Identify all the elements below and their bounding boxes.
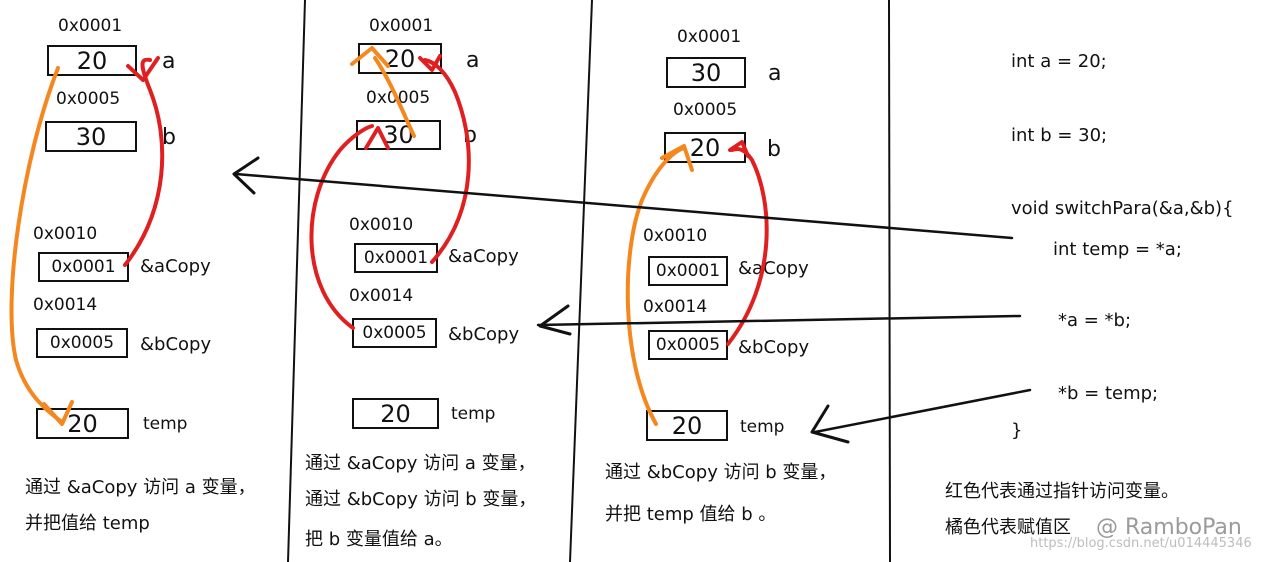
p3-bcopy-value: 0x0005	[655, 335, 721, 355]
p1-acopy-value: 0x0001	[51, 257, 116, 277]
p1-orange-assign-arrow	[9, 66, 64, 424]
p1-b-value: 30	[75, 122, 107, 151]
p3-a-cell: 30	[666, 57, 746, 88]
p2-b-cell: 30	[356, 120, 441, 150]
code-line-1: int a = 20;	[1011, 51, 1107, 72]
p1-b-label: b	[162, 125, 176, 150]
p2-orange-assign-arrow	[373, 56, 416, 138]
divider-3	[888, 0, 891, 562]
p2-acopy-address: 0x0010	[349, 215, 414, 235]
p3-a-label: a	[768, 61, 782, 86]
p3-red-arrowhead	[728, 140, 750, 158]
watermark-url: https://blog.csdn.net/u014445346	[1030, 536, 1252, 551]
legend-line-1: 红色代表通过指针访问变量。	[945, 481, 1179, 502]
p1-temp-label: temp	[143, 414, 188, 434]
p1-acopy-address: 0x0010	[33, 224, 98, 244]
p1-bcopy-label: &bCopy	[140, 334, 212, 355]
p3-a-value: 30	[690, 58, 722, 87]
p2-caption-line-2: 通过 &bCopy 访问 b 变量，	[305, 489, 537, 510]
p1-b-address: 0x0005	[56, 89, 121, 109]
p3-b-address: 0x0005	[673, 100, 738, 120]
p2-bcopy-label: &bCopy	[448, 324, 520, 345]
p3-temp-value: 20	[671, 411, 703, 440]
p1-acopy-cell: 0x0001	[38, 252, 129, 282]
p2-bcopy-address: 0x0014	[349, 286, 414, 306]
p2-temp-value: 20	[380, 399, 411, 428]
p3-temp-cell: 20	[646, 410, 728, 441]
p3-b-label: b	[767, 137, 781, 162]
code-to-panel1-arrow	[234, 172, 1014, 240]
p1-bcopy-cell: 0x0005	[36, 328, 128, 358]
p3-bcopy-address: 0x0014	[643, 297, 708, 317]
p1-a-address: 0x0001	[58, 16, 123, 36]
p3-acopy-label: &aCopy	[738, 258, 809, 279]
p2-bcopy-cell: 0x0005	[352, 318, 437, 348]
p2-red-pointer-arrow-a	[423, 58, 471, 264]
p1-temp-value: 20	[67, 409, 98, 438]
code-line-7: }	[1011, 420, 1023, 441]
code-line-6: *b = temp;	[1058, 383, 1159, 404]
p2-acopy-label: &aCopy	[448, 246, 519, 267]
p3-b-cell: 20	[664, 132, 746, 163]
p2-a-address: 0x0001	[369, 16, 434, 36]
p3-acopy-cell: 0x0001	[648, 256, 728, 286]
p1-b-cell: 30	[45, 121, 137, 152]
p1-red-arrowhead	[126, 56, 160, 82]
p2-red-pointer-arrow-b	[309, 124, 374, 330]
code-to-panel3-arrow	[813, 388, 1032, 434]
p3-caption-line-2: 并把 temp 值给 b 。	[605, 504, 777, 525]
p1-red-pointer-arrow	[123, 57, 165, 267]
p2-temp-label: temp	[451, 404, 496, 424]
p3-red-pointer-arrow	[726, 147, 769, 346]
p2-acopy-value: 0x0001	[363, 248, 429, 268]
p3-bcopy-label: &bCopy	[738, 337, 810, 358]
p1-temp-cell: 20	[36, 408, 129, 439]
code-line-4: int temp = *a;	[1053, 239, 1182, 260]
p2-orange-arrowhead	[350, 46, 390, 68]
legend-line-2: 橘色代表赋值区	[945, 517, 1071, 538]
code-line-2: int b = 30;	[1011, 125, 1108, 146]
p1-caption-line-2: 并把值给 temp	[25, 513, 150, 534]
divider-1	[287, 0, 306, 562]
p1-a-cell: 20	[47, 45, 137, 76]
p2-a-label: a	[466, 48, 480, 73]
code-line-5: *a = *b;	[1058, 310, 1132, 331]
p2-bcopy-value: 0x0005	[362, 323, 427, 343]
p1-caption-line-1: 通过 &aCopy 访问 a 变量，	[25, 477, 256, 498]
p3-temp-label: temp	[740, 417, 785, 437]
p2-caption-line-3: 把 b 变量值给 a。	[305, 529, 453, 550]
code-to-panel3-arrowhead	[810, 404, 850, 444]
p3-a-address: 0x0001	[677, 27, 742, 47]
p1-a-label: a	[162, 49, 176, 74]
divider-2	[569, 0, 593, 562]
p1-bcopy-address: 0x0014	[33, 295, 98, 315]
p1-a-value: 20	[76, 46, 108, 75]
code-line-3: void switchPara(&a,&b){	[1011, 198, 1234, 219]
p3-acopy-address: 0x0010	[643, 226, 708, 246]
p1-bcopy-value: 0x0005	[49, 333, 115, 353]
p2-red-arrowhead-a	[418, 54, 442, 72]
p3-caption-line-1: 通过 &bCopy 访问 b 变量，	[605, 462, 837, 483]
p3-orange-arrowhead	[660, 144, 694, 172]
p1-acopy-label: &aCopy	[140, 256, 211, 277]
code-to-panel1-arrowhead	[232, 156, 260, 195]
p2-red-arrowhead-b	[364, 126, 390, 150]
p2-temp-cell: 20	[352, 398, 439, 429]
p2-a-cell: 20	[358, 43, 442, 74]
p3-orange-assign-arrow	[625, 146, 686, 426]
p1-orange-arrowhead	[42, 400, 74, 426]
p3-b-value: 20	[689, 133, 721, 162]
code-to-panel2-arrow	[536, 314, 1022, 327]
p3-acopy-value: 0x0001	[655, 261, 721, 281]
code-to-panel2-arrowhead	[538, 304, 572, 336]
watermark-text: @ RamboPan	[1096, 515, 1242, 540]
p2-caption-line-1: 通过 &aCopy 访问 a 变量，	[305, 453, 536, 474]
